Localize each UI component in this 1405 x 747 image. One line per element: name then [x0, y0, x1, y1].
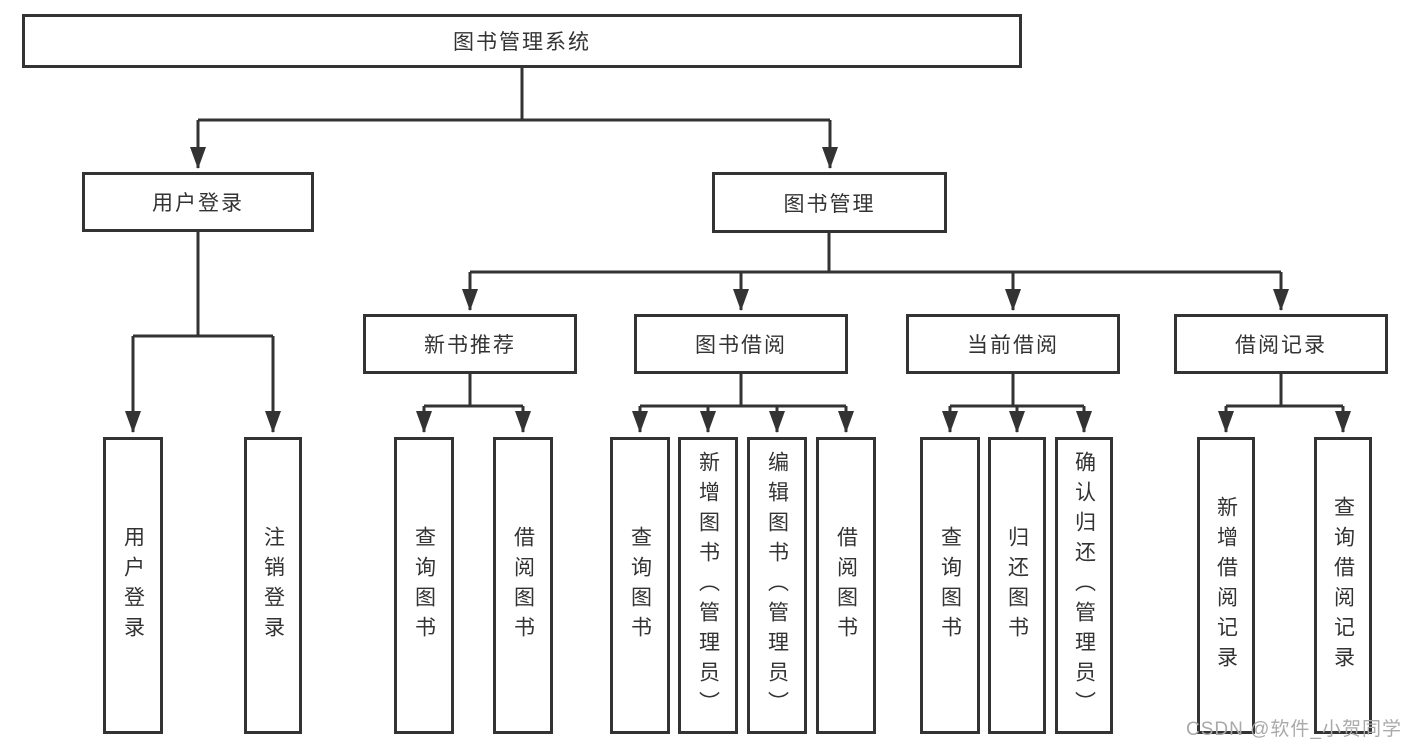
node-library-system: 图书管理系统	[22, 14, 1022, 68]
leaf-query-borrow-record: 查询借阅记录	[1314, 437, 1372, 734]
leaf-user-login: 用户登录	[103, 437, 163, 734]
node-book-management: 图书管理	[712, 172, 947, 233]
leaf-edit-books-admin: 编辑图书（管理员）	[747, 437, 807, 734]
leaf-query-books-borrowing: 查询图书	[610, 437, 670, 734]
node-current-borrowing: 当前借阅	[906, 314, 1120, 374]
leaf-borrow-books: 借阅图书	[816, 437, 876, 734]
node-new-book-recommend: 新书推荐	[363, 314, 577, 374]
leaf-logout-login: 注销登录	[244, 437, 302, 734]
leaf-add-borrow-record: 新增借阅记录	[1197, 437, 1255, 734]
node-user-login: 用户登录	[82, 172, 314, 232]
leaf-borrow-books-recommend: 借阅图书	[493, 437, 553, 734]
leaf-add-books-admin: 新增图书（管理员）	[678, 437, 738, 734]
leaf-query-books-recommend: 查询图书	[394, 437, 454, 734]
node-borrow-records: 借阅记录	[1174, 314, 1388, 374]
node-book-borrowing: 图书借阅	[634, 314, 848, 374]
leaf-confirm-return-admin: 确认归还（管理员）	[1055, 437, 1113, 734]
leaf-return-books: 归还图书	[988, 437, 1046, 734]
csdn-watermark: CSDN @软件_小贺同学	[1186, 719, 1402, 740]
leaf-query-books-current: 查询图书	[920, 437, 980, 734]
